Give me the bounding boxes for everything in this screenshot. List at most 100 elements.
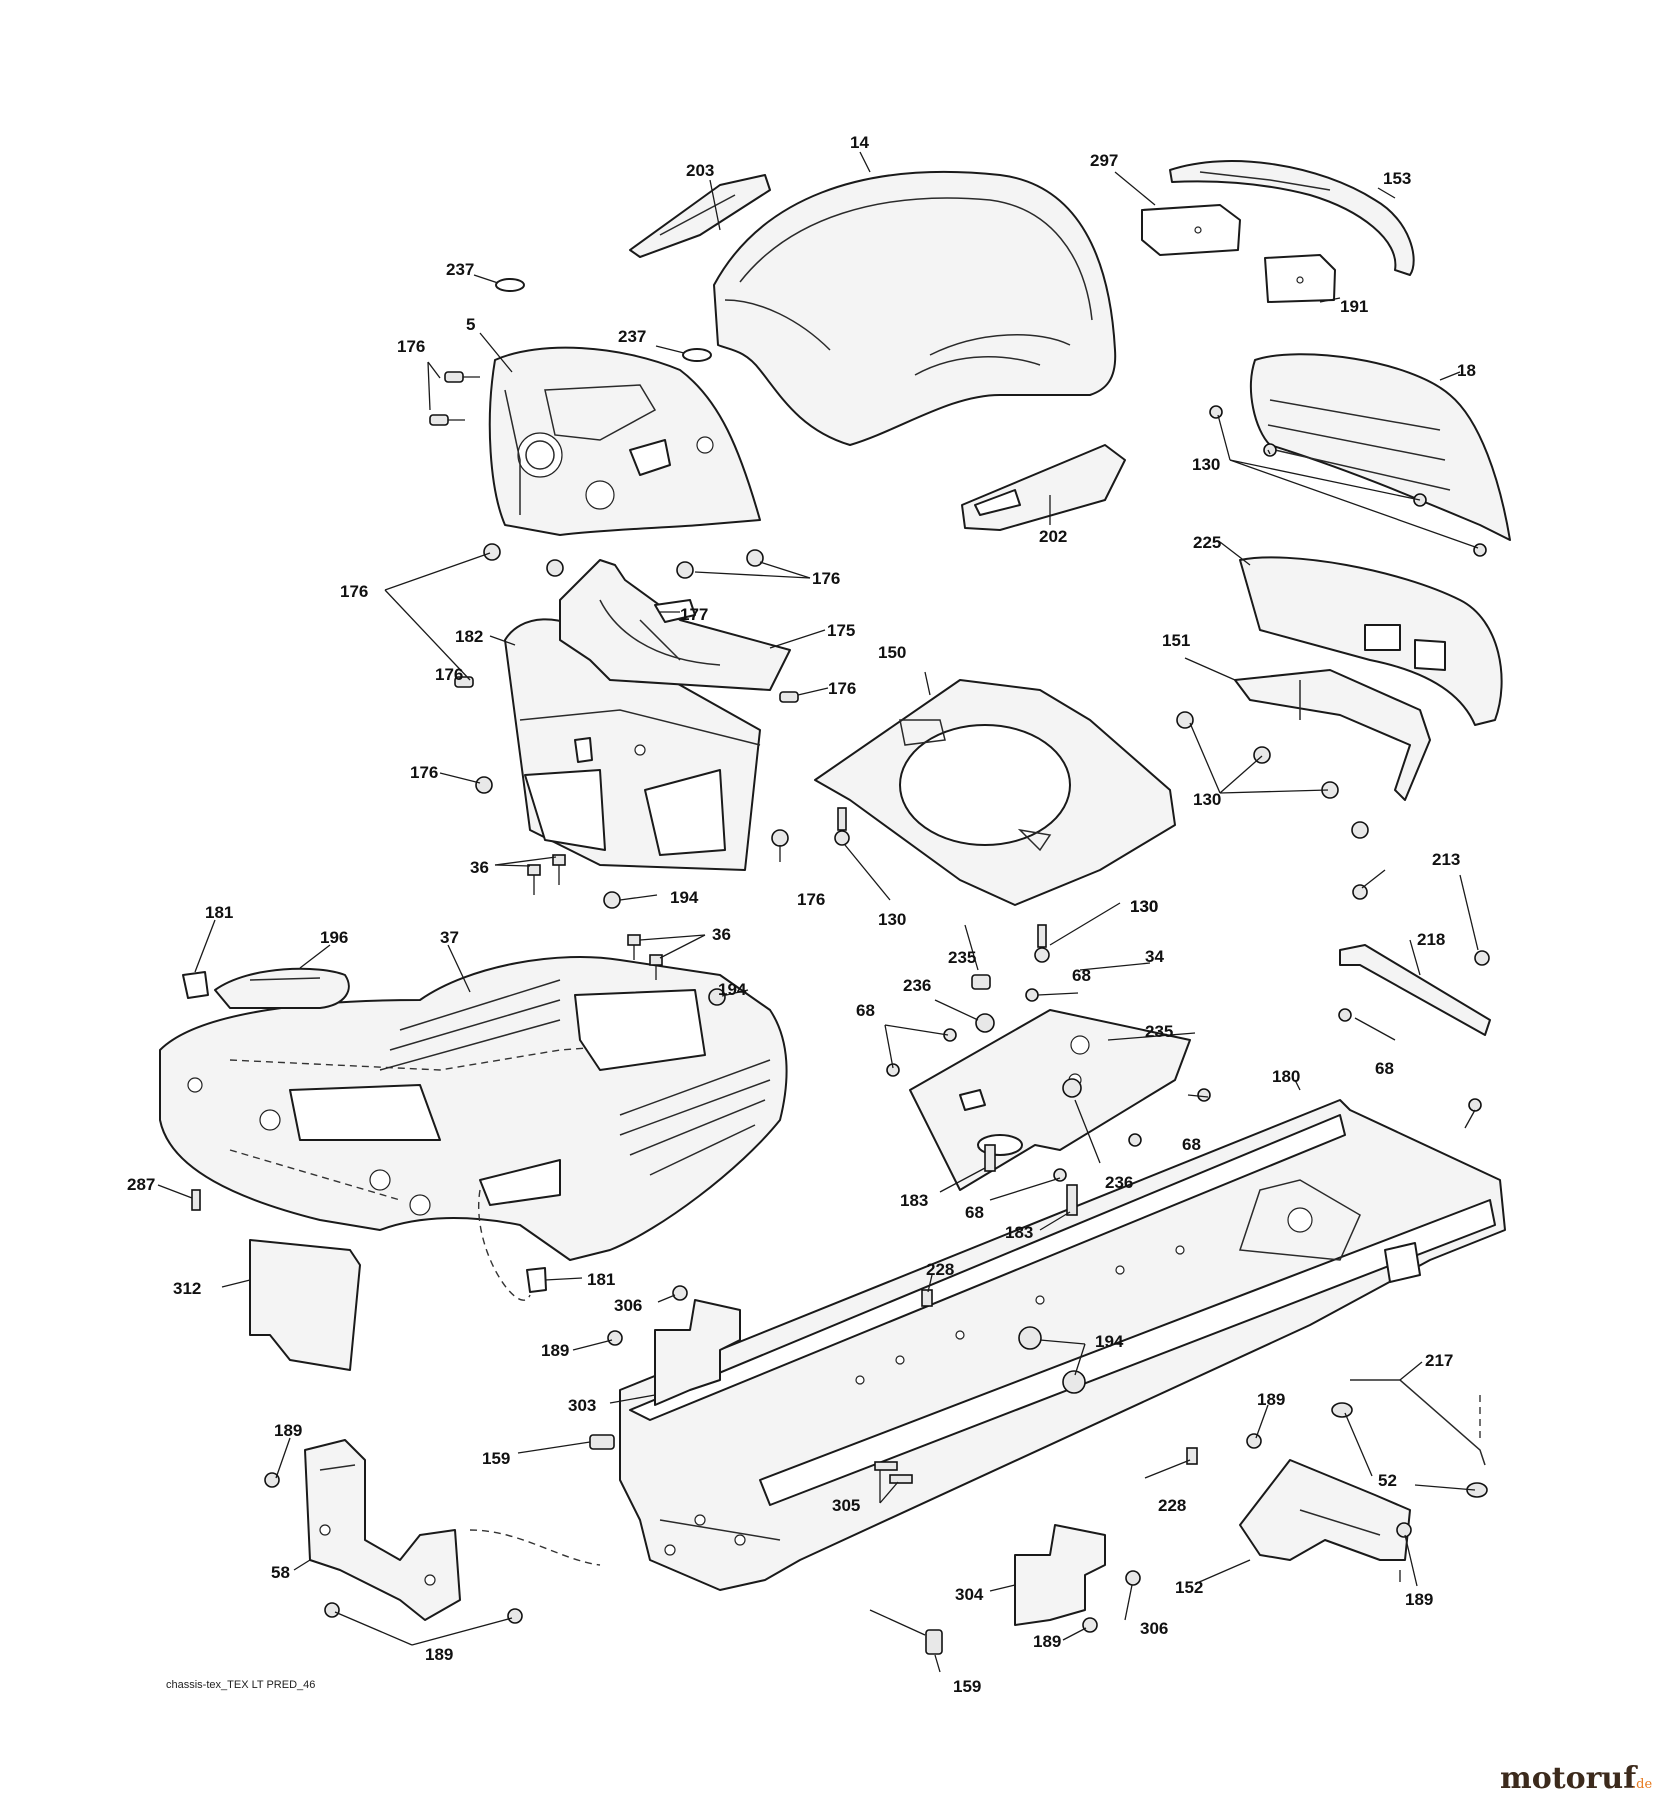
screw-176-i xyxy=(475,776,493,794)
callout: 189 xyxy=(274,1421,302,1440)
part-297-block xyxy=(1141,204,1241,256)
part-180-frame xyxy=(619,1099,1506,1591)
frame-holes xyxy=(664,1245,1185,1556)
part-237-plug-a xyxy=(495,278,525,292)
callout: 176 xyxy=(828,679,856,698)
part-182-front-panel xyxy=(504,618,761,871)
callout: 176 xyxy=(797,890,825,909)
callout: 68 xyxy=(1375,1059,1394,1078)
part-175-bracket xyxy=(559,559,791,691)
callout: 225 xyxy=(1193,533,1221,552)
callout: 287 xyxy=(127,1175,155,1194)
callout: 37 xyxy=(440,928,459,947)
nut-194-a xyxy=(603,891,621,909)
part-58-rear-bracket xyxy=(304,1439,601,1621)
screw-176-h xyxy=(779,691,799,703)
callout: 159 xyxy=(482,1449,510,1468)
screw-68-c xyxy=(886,1063,900,1077)
callout: 36 xyxy=(712,925,731,944)
callout: 153 xyxy=(1383,169,1411,188)
bolt-213-b xyxy=(1474,950,1490,966)
callout: 235 xyxy=(1145,1022,1173,1041)
fasteners xyxy=(191,371,1490,1655)
part-303-shield xyxy=(654,1299,741,1406)
callout: 176 xyxy=(812,569,840,588)
callout: 130 xyxy=(1130,897,1158,916)
screw-176-e xyxy=(676,561,694,579)
callout: 189 xyxy=(1257,1390,1285,1409)
callout: 303 xyxy=(568,1396,596,1415)
screw-176-f xyxy=(746,549,764,567)
nut-306-a xyxy=(672,1285,688,1301)
callout: 68 xyxy=(856,1001,875,1020)
part-34-mount-plate xyxy=(909,1009,1191,1191)
callout: 181 xyxy=(205,903,233,922)
screw-68-h xyxy=(1468,1098,1482,1112)
callout: 213 xyxy=(1432,850,1460,869)
part-14-hood xyxy=(713,170,1117,446)
callout: 176 xyxy=(397,337,425,356)
callout: 176 xyxy=(410,763,438,782)
callout: 14 xyxy=(850,133,869,152)
screw-189-g xyxy=(1396,1522,1412,1538)
part-304-shield xyxy=(1014,1524,1106,1626)
callout: 306 xyxy=(614,1296,642,1315)
callout: 237 xyxy=(446,260,474,279)
callout: 218 xyxy=(1417,930,1445,949)
callout: 130 xyxy=(1130,897,1158,916)
callout: 183 xyxy=(900,1191,928,1210)
callout: 237 xyxy=(618,327,646,346)
diagram-caption: chassis-tex_TEX LT PRED_46 xyxy=(166,1679,315,1691)
screw-176-a xyxy=(444,371,480,383)
part-150-tray xyxy=(814,679,1176,906)
part-237-plug-b xyxy=(682,348,712,362)
vent-pattern xyxy=(379,979,771,1176)
callout: 191 xyxy=(1340,297,1368,316)
callout: 189 xyxy=(1033,1632,1061,1651)
washer-236-b xyxy=(1062,1078,1082,1098)
screw-130-h xyxy=(1351,821,1369,839)
part-181-grommet-a xyxy=(182,971,209,999)
nut-194-d xyxy=(1062,1370,1086,1394)
screw-176-b xyxy=(429,414,465,426)
callout: 130 xyxy=(1193,790,1221,809)
nut-194-c xyxy=(1018,1326,1042,1350)
callout: 34 xyxy=(1145,947,1164,966)
screw-176-c xyxy=(483,543,501,561)
nut-306-b xyxy=(1125,1570,1141,1586)
callout: 151 xyxy=(1162,631,1190,650)
callout: 177 xyxy=(680,605,708,624)
screw-189-c xyxy=(324,1602,340,1618)
callout: 159 xyxy=(953,1677,981,1696)
part-217-rod xyxy=(1350,1379,1486,1466)
bushing-52-b xyxy=(1466,1482,1488,1498)
callout: 182 xyxy=(455,627,483,646)
callout: 68 xyxy=(965,1203,984,1222)
callout: 312 xyxy=(173,1279,201,1298)
callout: 203 xyxy=(686,161,714,180)
callout: 181 xyxy=(587,1270,615,1289)
callout: 217 xyxy=(1425,1351,1453,1370)
screw-68-g xyxy=(1338,1008,1352,1022)
screw-68-d xyxy=(1197,1088,1211,1102)
bolt-228-b xyxy=(1186,1447,1198,1465)
callout: 202 xyxy=(1039,527,1067,546)
callout: 305 xyxy=(832,1496,860,1515)
screw-68-f xyxy=(1053,1168,1067,1182)
screw-130-i xyxy=(834,807,850,846)
part-152-skid-plate xyxy=(1239,1459,1411,1561)
screw-287 xyxy=(191,1189,201,1211)
bolt-36-c xyxy=(627,934,641,960)
part-5-dash-panel xyxy=(488,346,761,536)
callout-labels: 14 203 297 153 237 237 191 5 176 18 130 … xyxy=(127,133,1476,1696)
bolt-36-a xyxy=(527,864,541,895)
part-202-badge-plate xyxy=(961,444,1126,531)
callout: 306 xyxy=(1140,1619,1168,1638)
part-18-front-grille xyxy=(1249,353,1511,541)
brand-suffix: .de xyxy=(1632,1777,1652,1792)
bolt-36-d xyxy=(649,954,663,980)
callout: 236 xyxy=(903,976,931,995)
callout: 228 xyxy=(926,1260,954,1279)
bolt-183-a xyxy=(984,1144,996,1172)
bushing-52-a xyxy=(1331,1402,1353,1418)
